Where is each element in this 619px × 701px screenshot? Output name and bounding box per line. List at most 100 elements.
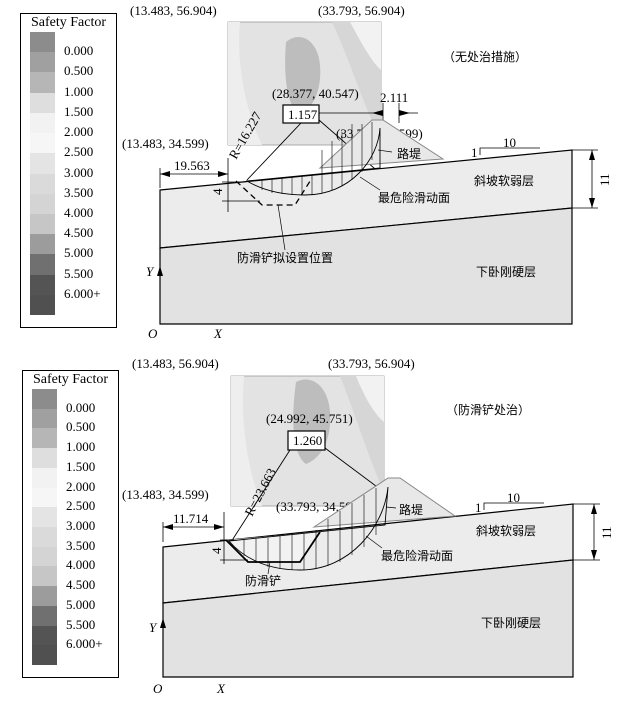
legend-tick-label: 4.500 <box>66 577 96 593</box>
legend-tick-label: 4.500 <box>64 225 94 241</box>
legend-swatch <box>30 153 55 174</box>
hard-layer-label: 下卧刚硬层 <box>476 265 536 279</box>
slope-run: 10 <box>503 135 516 150</box>
slope-rise: 1 <box>471 145 478 160</box>
slip-surface-label: 最危险滑动面 <box>381 548 453 563</box>
legend-tick-label: 5.500 <box>66 616 96 632</box>
road-label: 路堤 <box>397 146 421 161</box>
legend-swatch <box>32 487 57 508</box>
origin-label: O <box>148 326 158 340</box>
legend-tick-label: 5.500 <box>64 265 94 281</box>
legend-tick-label: 5.000 <box>64 245 94 261</box>
legend-tick-label: 3.000 <box>64 164 94 180</box>
legend-tick-label: 6.000+ <box>64 285 101 301</box>
safety-factor-grid <box>227 21 382 146</box>
legend-tick-label: 4.000 <box>66 557 96 573</box>
legend-tick-label: 4.000 <box>64 204 94 220</box>
legend-tick-label: 0.500 <box>64 63 94 79</box>
legend-swatch <box>30 254 55 276</box>
coord-bottom-left: (13.483, 34.599) <box>122 487 209 502</box>
coord-top-left: (13.483, 56.904) <box>132 356 219 371</box>
weak-layer-label: 斜坡软弱层 <box>474 174 534 188</box>
legend-swatch <box>32 566 57 587</box>
condition-label: （无处治措施） <box>443 50 527 64</box>
slope-rise: 1 <box>475 500 482 515</box>
pile-position-outline <box>235 177 313 206</box>
legend-swatch <box>32 527 57 548</box>
legend-swatch <box>30 133 55 154</box>
legend-tick-label: 3.500 <box>66 537 96 553</box>
legend-swatch <box>30 52 55 73</box>
coord-top-right: (33.793, 56.904) <box>328 356 415 371</box>
legend-swatch <box>30 193 55 215</box>
y-axis-label: Y <box>149 620 158 635</box>
slope-run: 10 <box>507 490 520 505</box>
depth-dimension: 4 <box>210 188 225 195</box>
legend-swatch <box>32 605 57 627</box>
legend-swatch <box>32 428 57 449</box>
legend-tick-label: 2.000 <box>66 478 96 494</box>
x-axis-label: X <box>213 326 223 340</box>
diagram-untreated: (13.483, 56.904) (33.793, 56.904) (13.48… <box>122 3 612 340</box>
height-dimension: 11 <box>599 526 614 539</box>
coord-top-left: (13.483, 56.904) <box>130 3 217 18</box>
legend-tick-label: 6.000+ <box>66 636 103 652</box>
legend-swatch <box>32 586 57 607</box>
origin-label: O <box>153 681 163 696</box>
slip-center-coord: (28.377, 40.547) <box>272 86 359 101</box>
legend-tick-label: 1.000 <box>64 83 94 99</box>
min-fs-box <box>287 430 326 451</box>
pile-position-label: 防滑铲拟设置位置 <box>237 250 333 265</box>
horizontal-distance: 11.714 <box>173 511 209 526</box>
legend-tick-label: 2.500 <box>66 498 96 514</box>
condition-label: （防滑铲处治） <box>446 402 530 417</box>
hard-layer-label: 下卧刚硬层 <box>481 616 541 630</box>
min-fs-value: 1.260 <box>293 433 322 448</box>
legend-tick-label: 5.000 <box>66 596 96 612</box>
legend-swatch <box>32 645 57 666</box>
legend-swatch <box>30 173 55 195</box>
height-dimension: 11 <box>597 173 612 186</box>
legend-swatch <box>32 408 57 429</box>
embankment <box>312 477 457 528</box>
legend-swatch <box>30 72 55 94</box>
offset-dimension: 2.111 <box>380 90 408 105</box>
legend-tick-label: 3.500 <box>64 184 94 200</box>
depth-dimension: 4 <box>209 547 224 554</box>
legend-tick-label: 2.500 <box>64 144 94 160</box>
horizontal-distance: 19.563 <box>174 158 210 173</box>
legend-swatch <box>30 213 55 235</box>
coord-bottom-left: (13.483, 34.599) <box>122 136 209 151</box>
slip-surface-label: 最危险滑动面 <box>378 190 450 205</box>
legend-swatch <box>32 625 57 646</box>
legend-tick-label: 1.000 <box>66 439 96 455</box>
legend-tick-label: 1.500 <box>66 458 96 474</box>
legend-swatch <box>32 448 57 469</box>
legend-title: Safety Factor <box>32 372 109 387</box>
diagram-treated: (13.483, 56.904) (33.793, 56.904) (13.48… <box>122 356 614 696</box>
road-label: 路堤 <box>399 502 423 517</box>
legend-swatch <box>30 112 55 134</box>
legend-title: Safety Factor <box>30 15 107 30</box>
legend-tick-label: 3.000 <box>66 518 96 533</box>
legend-swatch <box>32 467 57 489</box>
legend-tick-label: 2.000 <box>64 124 94 140</box>
legend-swatch <box>30 274 55 296</box>
pile-label: 防滑铲 <box>245 573 281 588</box>
anti-slide-pile <box>225 531 321 563</box>
coord-top-right: (33.793, 56.904) <box>318 3 405 18</box>
legend-swatch <box>32 389 57 410</box>
legend-swatch <box>30 294 55 316</box>
weak-layer-label: 斜坡软弱层 <box>476 524 536 538</box>
embankment <box>318 119 445 169</box>
min-fs-value: 1.157 <box>288 107 318 122</box>
legend-tick-label: 0.500 <box>66 419 96 435</box>
legend-tick-label: 1.500 <box>64 103 94 119</box>
slip-mass <box>228 486 389 571</box>
slip-mass <box>245 122 381 196</box>
y-axis-label: Y <box>146 264 155 279</box>
